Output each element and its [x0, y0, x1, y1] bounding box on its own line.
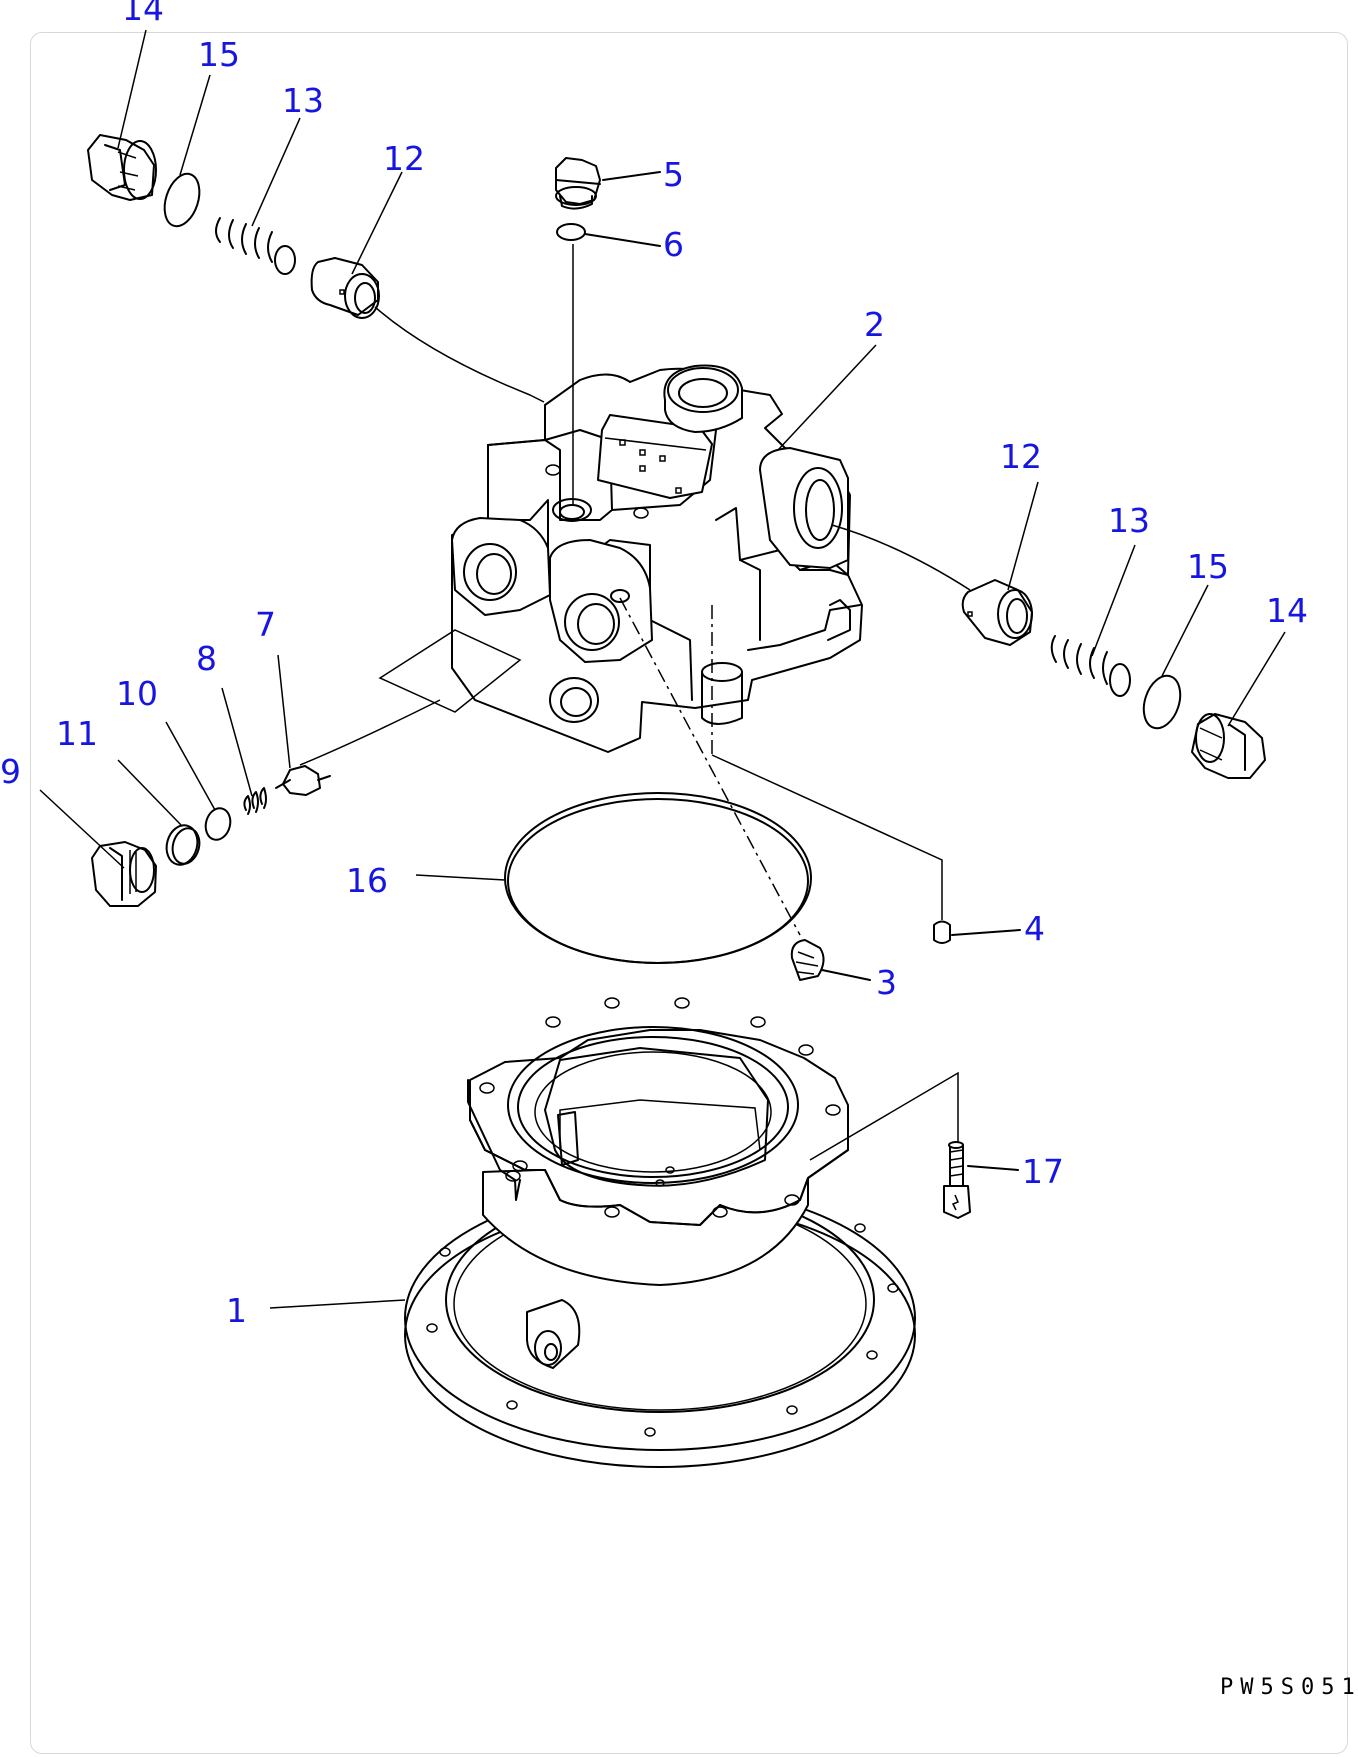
part-11-ring	[165, 824, 201, 866]
callout-leaders	[39, 29, 1286, 869]
part-17-bolt	[943, 1141, 1019, 1219]
callout-14: 14	[1266, 591, 1308, 630]
callout-13: 13	[1108, 501, 1150, 540]
callout-5: 5	[663, 155, 684, 194]
part-2-valve-block	[451, 364, 863, 753]
callout-7: 7	[255, 605, 276, 644]
part-12-piston-left	[310, 257, 380, 319]
part-13-spring-right	[1050, 635, 1131, 697]
callout-3: 3	[876, 963, 897, 1002]
drawing-code: PW5S051	[1220, 1675, 1358, 1700]
callout-4: 4	[1024, 909, 1045, 948]
part-3-plug	[790, 939, 871, 981]
callout-13: 13	[282, 81, 324, 120]
callout-17: 17	[1022, 1152, 1064, 1191]
callout-labels: 14 15 13 12 5 6 2 12 13 15 14 7 8 10 11 …	[0, 0, 1308, 1330]
callout-15: 15	[1187, 547, 1229, 586]
part-10-oring	[204, 807, 232, 841]
part-13-spring-left	[215, 217, 296, 275]
callout-11: 11	[56, 714, 98, 753]
callout-10: 10	[116, 674, 158, 713]
callout-1: 1	[226, 1291, 247, 1330]
part-8-spring	[243, 787, 267, 815]
part-5-plug	[555, 157, 661, 210]
callout-14: 14	[122, 0, 164, 28]
callout-12: 12	[383, 139, 425, 178]
part-16-oring-large	[504, 792, 812, 964]
callout-8: 8	[196, 639, 217, 678]
callout-9: 9	[0, 752, 21, 791]
callout-12: 12	[1000, 437, 1042, 476]
part-1-housing	[404, 997, 916, 1468]
part-9-plug	[91, 841, 157, 907]
part-15-oring-right	[1142, 674, 1182, 730]
callout-2: 2	[864, 305, 885, 344]
part-7-check-valve	[275, 765, 331, 796]
part-4-pin	[933, 920, 1021, 944]
part-14-plug-right	[1191, 713, 1266, 779]
part-14-plug-left	[87, 134, 157, 201]
leader-lines	[269, 244, 971, 1309]
callout-15: 15	[198, 35, 240, 74]
part-6-oring	[556, 223, 661, 247]
part-15-oring-left	[163, 172, 201, 228]
part-12-piston-right	[961, 579, 1033, 646]
callout-6: 6	[663, 225, 684, 264]
callout-16: 16	[346, 861, 388, 900]
